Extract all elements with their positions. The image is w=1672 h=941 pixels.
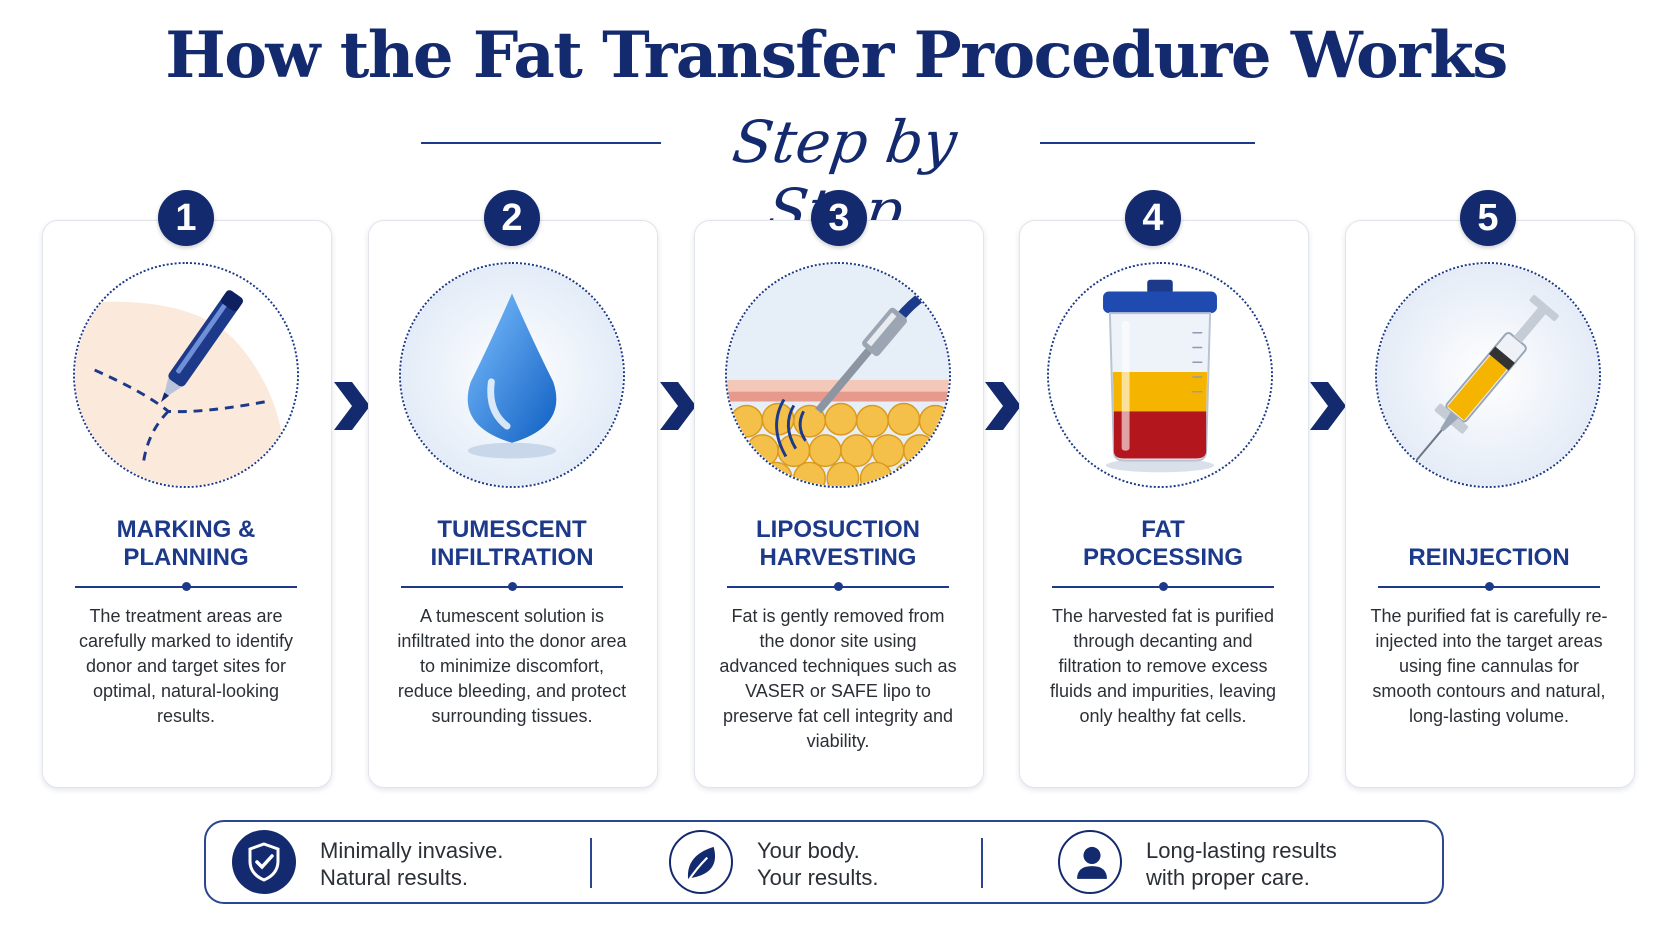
chevron-right-icon — [1310, 382, 1346, 430]
step-title-4-line2: PROCESSING — [1082, 544, 1244, 571]
step-title-1: MARKING &PLANNING — [42, 514, 330, 572]
step-title-1-line2: PLANNING — [123, 544, 249, 571]
chevron-right-icon — [985, 382, 1021, 430]
step-description-2: A tumescent solution is infiltrated into… — [397, 606, 627, 726]
step-title-4-line1: FAT — [1141, 516, 1185, 543]
step-title-3-line1: LIPOSUCTION — [755, 516, 920, 543]
chevron-right-icon — [660, 382, 696, 430]
step-number-badge-5: 5 — [1460, 190, 1516, 246]
cannula-icon — [725, 262, 951, 488]
step-divider-dot-5 — [1485, 582, 1494, 591]
step-title-5: REINJECTION — [1345, 514, 1633, 572]
step-title-1-line1: MARKING & — [116, 516, 256, 543]
person-icon — [1058, 830, 1122, 894]
step-divider-dot-4 — [1159, 582, 1168, 591]
benefit-1-line2: Natural results. — [320, 865, 468, 890]
subtitle-line-right — [1040, 142, 1255, 144]
step-title-3-line2: HARVESTING — [759, 544, 917, 571]
water-drop-icon — [399, 262, 625, 488]
step-number-badge-3: 3 — [811, 190, 867, 246]
step-number-badge-4: 4 — [1125, 190, 1181, 246]
benefit-2-line1: Your body. — [757, 838, 860, 863]
benefit-3-line1: Long-lasting results — [1146, 838, 1337, 863]
step-divider-dot-2 — [508, 582, 517, 591]
page-title: How the Fat Transfer Procedure Works — [165, 18, 1508, 93]
syringe-icon — [1375, 262, 1601, 488]
step-divider-dot-1 — [182, 582, 191, 591]
subtitle-line-left — [421, 142, 661, 144]
step-description-3: Fat is gently removed from the donor sit… — [719, 606, 957, 751]
step-number-badge-2: 2 — [484, 190, 540, 246]
shield-check-icon — [232, 830, 296, 894]
step-number-badge-1: 1 — [158, 190, 214, 246]
benefit-text-1: Minimally invasive. Natural results. — [320, 837, 503, 891]
step-description-1: The treatment areas are carefully marked… — [78, 606, 294, 726]
benefit-text-3: Long-lasting results with proper care. — [1146, 837, 1337, 891]
step-title-2-line2: INFILTRATION — [430, 544, 594, 571]
step-title-2-line1: TUMESCENT — [437, 516, 587, 543]
benefit-separator — [590, 838, 592, 888]
step-description-5: The purified fat is carefully re-injecte… — [1370, 606, 1608, 726]
canister-icon — [1047, 262, 1273, 488]
chevron-right-icon — [334, 382, 370, 430]
subtitle-row: Step by Step — [0, 104, 1672, 244]
benefit-1-line1: Minimally invasive. — [320, 838, 504, 863]
step-title-5-line2: REINJECTION — [1408, 544, 1570, 571]
leaf-icon — [669, 830, 733, 894]
benefits-bar: Minimally invasive. Natural results. You… — [204, 820, 1444, 904]
benefit-2-line2: Your results. — [757, 865, 879, 890]
step-divider-dot-3 — [834, 582, 843, 591]
step-description-4: The harvested fat is purified through de… — [1049, 606, 1277, 726]
benefit-separator — [981, 838, 983, 888]
marker-pen-icon — [73, 262, 299, 488]
benefit-3-line2: with proper care. — [1146, 865, 1310, 890]
benefit-text-2: Your body. Your results. — [757, 837, 878, 891]
